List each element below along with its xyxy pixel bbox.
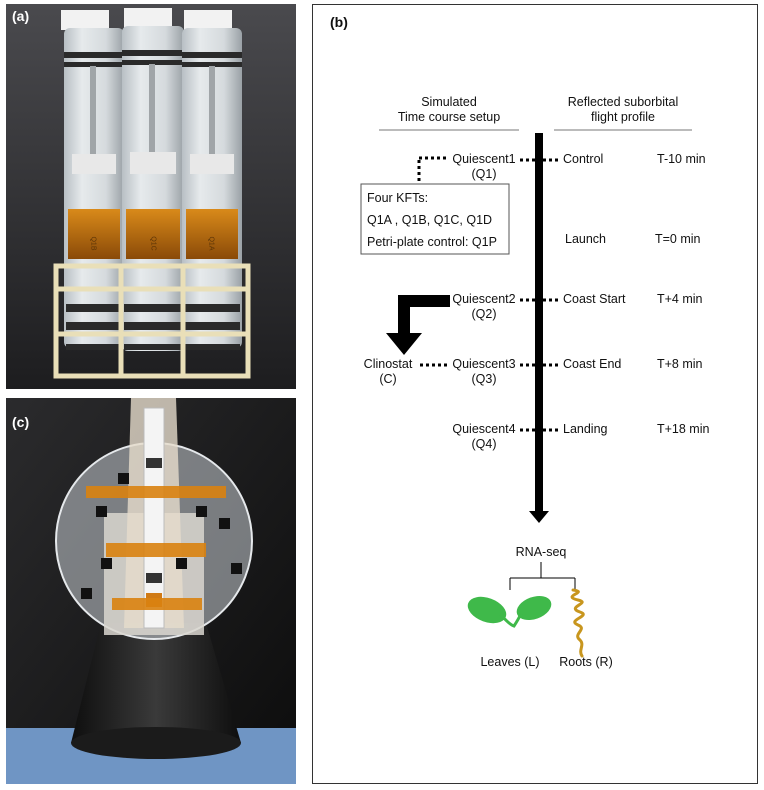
stage-control: Control [563, 152, 604, 166]
panel-label-b: (b) [330, 14, 348, 30]
stage-landing: Landing [563, 422, 608, 436]
roots-label: Roots (R) [559, 655, 613, 669]
clinostat-label: Clinostat [363, 357, 413, 371]
seedling-leaves-icon [467, 595, 552, 628]
time-launch: T=0 min [655, 232, 701, 246]
roots-icon [570, 588, 585, 658]
q4-code: (Q4) [471, 437, 497, 451]
stage-coast-end: Coast End [563, 357, 622, 371]
q3-label: Quiescent3 [452, 357, 516, 371]
q4-label: Quiescent4 [452, 422, 516, 436]
q2-label: Quiescent2 [452, 292, 516, 306]
clinostat-illustration [6, 398, 296, 784]
time-coast-start: T+4 min [657, 292, 703, 306]
rnaseq-bracket [509, 562, 576, 590]
timeline-arrow [529, 133, 549, 523]
kft-box [360, 183, 510, 255]
panel-label-c: (c) [12, 414, 30, 430]
time-coast-end: T+8 min [657, 357, 703, 371]
q1-label: Quiescent1 [452, 152, 516, 166]
time-control: T-10 min [657, 152, 706, 166]
kft-box-title: Four KFTs: [367, 191, 429, 205]
panel-label-a: (a) [12, 8, 30, 24]
left-header-line1: Simulated [421, 95, 477, 109]
right-header-line1: Reflected suborbital [567, 95, 679, 109]
kft-rack-illustration [6, 4, 296, 389]
kft-box-control: Petri-plate control: Q1P [367, 235, 497, 249]
stage-launch: Launch [565, 232, 607, 246]
leaves-label: Leaves (L) [480, 655, 540, 669]
q3-code: (Q3) [471, 372, 497, 386]
q2-to-clinostat-arrow [386, 295, 450, 355]
kft-box-samples: Q1A , Q1B, Q1C, Q1D [367, 213, 493, 227]
left-header-line2: Time course setup [397, 110, 501, 124]
timeline-diagram-frame [312, 4, 758, 784]
clinostat-photo [6, 398, 296, 784]
q2-code: (Q2) [471, 307, 497, 321]
kft-rack-photo: Q1B Q1C Q1A [6, 4, 296, 389]
stage-coast-start: Coast Start [563, 292, 626, 306]
test-tube-rack [53, 263, 251, 379]
kft-tube [122, 8, 184, 351]
clinostat-code: (C) [379, 372, 397, 386]
rnaseq-label: RNA-seq [515, 545, 567, 559]
right-header-line2: flight profile [591, 110, 655, 124]
q1-code: (Q1) [471, 167, 497, 181]
time-landing: T+18 min [657, 422, 710, 436]
